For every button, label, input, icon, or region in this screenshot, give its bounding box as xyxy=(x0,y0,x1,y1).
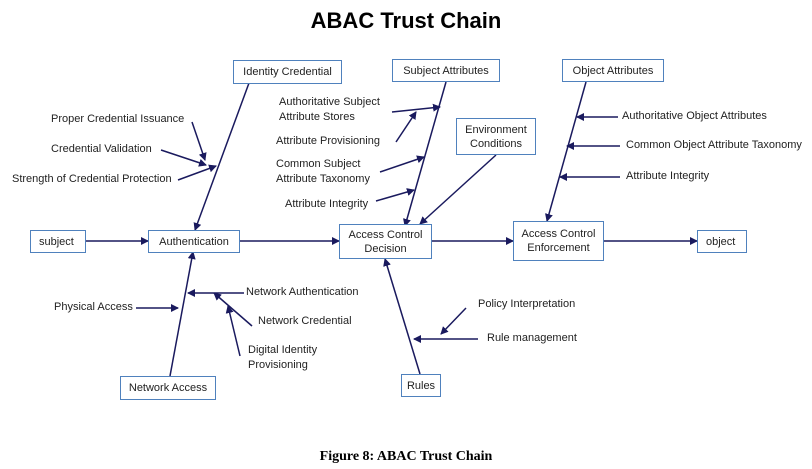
arrow-identity-credential-to-authentication xyxy=(193,82,250,231)
figure-caption: Figure 8: ABAC Trust Chain xyxy=(319,449,493,464)
label-credential-validation: Credential Validation xyxy=(51,143,152,155)
arrow-network-access-to-authentication xyxy=(169,251,196,377)
arrow-object-attributes-to-enforcement xyxy=(545,81,587,222)
arrow-credential-validation xyxy=(160,149,207,167)
subject-box: subject xyxy=(30,230,86,253)
diagram-title: ABAC Trust Chain xyxy=(310,8,502,33)
arrow-proper-credential-issuance xyxy=(191,121,207,161)
arrow-environment-conditions-to-decision xyxy=(419,154,497,225)
identity-credential-box: Identity Credential xyxy=(233,60,342,84)
label-network-credential: Network Credential xyxy=(258,315,352,327)
access-control-enforcement-box: Access Control Enforcement xyxy=(513,221,604,261)
label-network-authentication: Network Authentication xyxy=(246,286,359,298)
arrow-attribute-provisioning xyxy=(395,111,417,143)
object-box: object xyxy=(697,230,747,253)
arrow-subject-attributes-to-decision xyxy=(403,81,447,227)
label-policy-interpretation: Policy Interpretation xyxy=(478,298,576,310)
label-object-attribute-integrity: Attribute Integrity xyxy=(626,170,710,182)
rules-box: Rules xyxy=(401,374,441,397)
arrow-authoritative-subject-attribute-stores xyxy=(391,103,441,113)
environment-conditions-box: Environment Conditions xyxy=(456,118,536,155)
label-attribute-provisioning: Attribute Provisioning xyxy=(276,135,380,147)
access-control-decision-box: Access Control Decision xyxy=(339,224,432,259)
label-proper-credential-issuance: Proper Credential Issuance xyxy=(51,113,185,125)
label-digital-identity-provisioning: Digital Identity Provisioning xyxy=(248,344,318,371)
label-common-subject-attribute-taxonomy: Common Subject Attribute Taxonomy xyxy=(276,158,370,185)
object-attributes-box: Object Attributes xyxy=(562,59,664,82)
label-subject-attribute-integrity: Attribute Integrity xyxy=(285,198,369,210)
label-authoritative-object-attributes: Authoritative Object Attributes xyxy=(622,110,767,122)
subject-attributes-box: Subject Attributes xyxy=(392,59,500,82)
arrow-digital-identity-provisioning xyxy=(225,305,241,357)
label-authoritative-subject-attribute-stores: Authoritative Subject Attribute Stores xyxy=(279,96,380,123)
authentication-box: Authentication xyxy=(148,230,240,253)
arrow-common-subject-attribute-taxonomy xyxy=(379,155,425,173)
label-rule-management: Rule management xyxy=(487,332,577,344)
arrow-rules-to-decision xyxy=(383,258,421,375)
label-common-object-attribute-taxonomy: Common Object Attribute Taxonomy xyxy=(626,139,802,151)
arrow-policy-interpretation xyxy=(440,307,467,335)
network-access-box: Network Access xyxy=(120,376,216,400)
label-physical-access: Physical Access xyxy=(54,301,133,313)
arrow-strength-of-credential-protection xyxy=(177,164,217,181)
arrow-subject-attribute-integrity xyxy=(375,188,415,202)
label-strength-of-credential-protection: Strength of Credential Protection xyxy=(12,173,172,185)
